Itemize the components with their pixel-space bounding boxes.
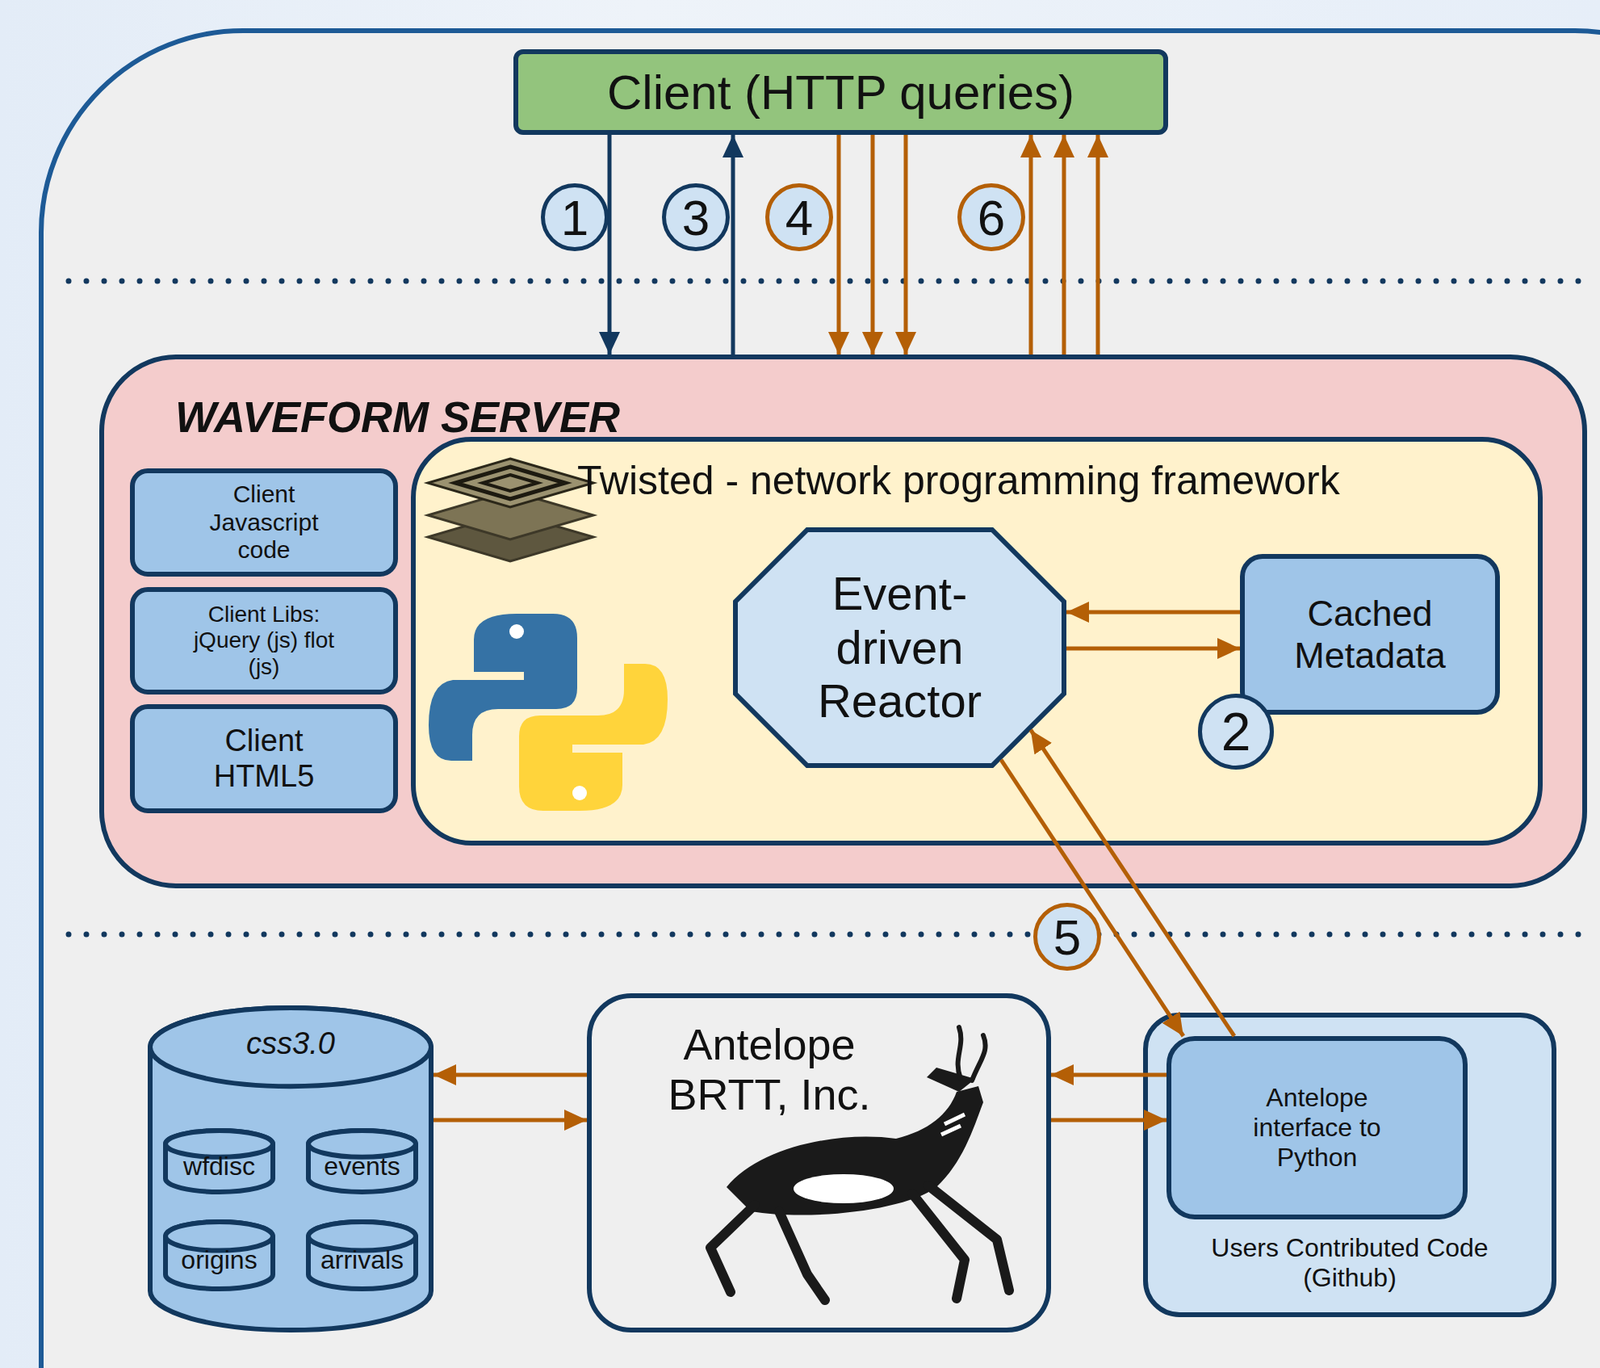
callout-number: 3: [661, 183, 730, 252]
node-text: Cached Metadata: [1252, 592, 1487, 677]
interface-box: Antelope interface to Python: [1166, 1035, 1468, 1219]
node-text: Event-driven Reactor: [787, 566, 1014, 729]
octagon: [735, 529, 1064, 766]
data-flow-arrow: [433, 1118, 587, 1123]
data-flow-arrow: [731, 134, 736, 355]
node-text: origins: [180, 1244, 257, 1275]
cylinder-body: [308, 1130, 416, 1192]
callout-number: 1: [540, 183, 609, 252]
table-cylinder: origins: [163, 1218, 276, 1291]
callout-number: 6: [957, 183, 1026, 252]
callout-number: 5: [1033, 902, 1102, 971]
data-flow-arrow: [1066, 646, 1240, 651]
server-box: WAVEFORM SERVER Client Javascript codeCli…: [99, 354, 1588, 888]
node-text: Client Javascript code: [183, 480, 345, 565]
python-logo: [428, 613, 668, 811]
cache-box: Cached Metadata: [1239, 553, 1500, 715]
component-box: Client Libs: jQuery (js) flot (js): [129, 586, 398, 695]
reactor-octagon: Event-driven Reactor: [732, 527, 1067, 768]
node-text: css3.0: [246, 1026, 336, 1062]
node-text: Client Libs: jQuery (js) flot (js): [183, 601, 345, 680]
client-box: Client (HTTP queries): [513, 49, 1169, 135]
contrib-box: Users Contributed Code (Github) Antelope …: [1143, 1012, 1557, 1317]
data-flow-arrow: [1066, 610, 1240, 615]
component-box: Client Javascript code: [129, 468, 398, 577]
node-text: Client HTML5: [183, 723, 345, 794]
cylinder-body: [308, 1221, 416, 1289]
component-box: Client HTML5: [129, 703, 398, 813]
framework-box: Twisted - network programming frameworkE…: [410, 436, 1543, 846]
twisted-logo: [427, 458, 594, 562]
node-text: Users Contributed Code (Github): [1176, 1232, 1524, 1293]
data-flow-arrow: [904, 134, 909, 355]
node-text: wfdisc: [183, 1151, 256, 1182]
data-flow-arrow: [607, 134, 612, 355]
callout-number: 2: [1197, 693, 1274, 770]
node-text: WAVEFORM SERVER: [175, 391, 620, 442]
data-flow-arrow: [871, 134, 876, 355]
table-cylinder: wfdisc: [163, 1127, 276, 1194]
table-cylinder: events: [305, 1127, 419, 1194]
callout-number: 4: [765, 183, 834, 252]
node-text: arrivals: [320, 1244, 404, 1275]
cylinder-body: [165, 1130, 273, 1192]
data-flow-arrow: [433, 1072, 587, 1077]
data-flow-arrow: [1030, 729, 1235, 1036]
node-text: events: [323, 1151, 400, 1182]
data-flow-arrow: [1062, 134, 1067, 355]
table-cylinder: arrivals: [305, 1218, 419, 1291]
antelope-figure: [710, 1026, 1010, 1300]
node-text: Client (HTTP queries): [607, 64, 1075, 121]
node-text: Antelope interface to Python: [1228, 1082, 1407, 1172]
data-flow-arrow: [837, 134, 842, 355]
antelope-box: Antelope BRTT, Inc.: [586, 992, 1052, 1332]
data-flow-arrow: [1096, 134, 1101, 355]
data-flow-arrow: [1051, 1072, 1167, 1077]
data-flow-arrow: [1001, 759, 1184, 1036]
data-flow-arrow: [1029, 134, 1034, 355]
cylinder-top: [150, 1007, 432, 1086]
cylinder-body: [165, 1221, 273, 1289]
database-cylinder: css3.0 wfdisc events origins arrivals: [147, 1005, 434, 1332]
cylinder-body: [150, 1007, 432, 1330]
tier-divider: [68, 278, 1595, 285]
outer-region: [41, 30, 1600, 1368]
data-flow-arrow: [1051, 1118, 1167, 1123]
tier-divider: [68, 931, 1595, 938]
node-text: Twisted - network programming framework: [577, 457, 1341, 505]
node-text: Antelope BRTT, Inc.: [640, 1018, 899, 1119]
